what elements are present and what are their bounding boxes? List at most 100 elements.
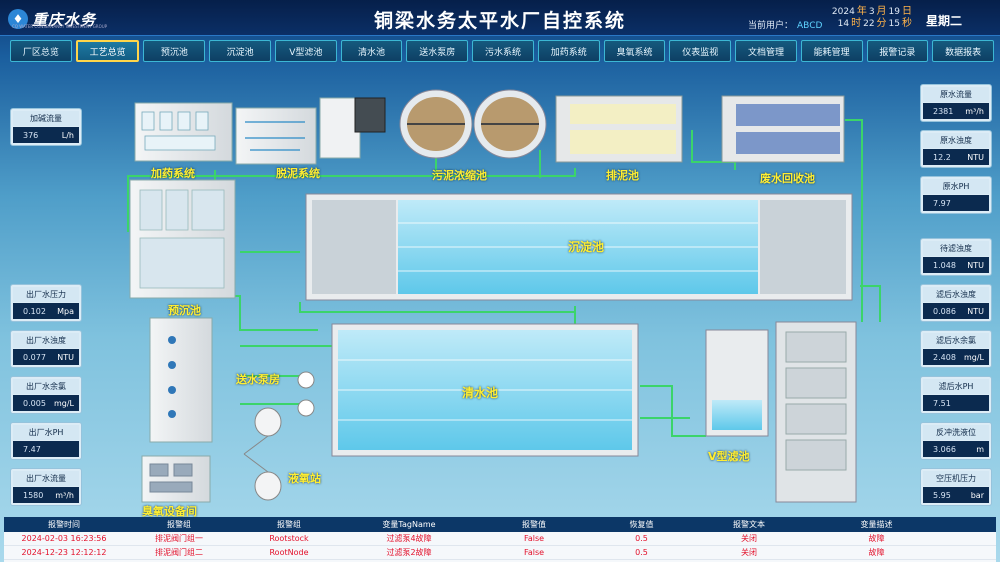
time-minute: 22 — [863, 19, 875, 29]
pump-house-building — [149, 317, 315, 443]
gauge-unit: L/h — [61, 130, 74, 140]
gauge-value: 0.102 — [23, 306, 46, 316]
alarm-cell: 过滤泵4故障 — [386, 534, 432, 543]
pre-settle-building — [129, 179, 236, 299]
date-year-unit: 年 — [856, 6, 867, 17]
alarm-cell: 0.5 — [635, 548, 648, 557]
gauge-label: 出厂水余氯 — [13, 379, 79, 394]
gauge-unit: bar — [970, 490, 984, 500]
nav-button-6[interactable]: 送水泵房 — [406, 40, 469, 62]
gauge-value: 7.97 — [933, 198, 951, 208]
alarm-cell: 关闭 — [741, 534, 757, 543]
ozone-room-building — [141, 455, 211, 503]
gauge-label: 出厂水浊度 — [13, 333, 79, 348]
gauge-value: 12.2 — [933, 152, 951, 162]
gauge-unit: NTU — [967, 306, 984, 316]
gauge-value: 1580 — [23, 490, 44, 500]
header-bar: ♦ 重庆水务 CQ WATER CONSERVANCY INVESTMENT G… — [0, 0, 1000, 36]
nav-button-0[interactable]: 厂区总览 — [10, 40, 72, 62]
gauge-value: 7.51 — [933, 398, 951, 408]
alarm-column-header: 报警时间 — [48, 520, 80, 529]
gauge-unit: NTU — [57, 352, 74, 362]
alarm-cell: False — [523, 548, 545, 557]
alarm-cell: 排泥阀门组一 — [155, 534, 203, 543]
gauge-unit: m — [976, 444, 984, 454]
time-hour: 14 — [837, 19, 850, 29]
sludge-drain-tank — [555, 95, 683, 163]
alarm-column-header: 变量描述 — [860, 520, 893, 529]
gauge-label: 原水流量 — [923, 87, 989, 102]
label-sludge-dewater: 脱泥系统 — [276, 167, 320, 180]
nav-button-1[interactable]: 工艺总览 — [75, 40, 140, 62]
weekday: 星期二 — [926, 14, 963, 28]
nav-button-13[interactable]: 报警记录 — [866, 40, 929, 62]
logo-subtitle: CQ WATER CONSERVANCY INVESTMENT GROUP — [12, 24, 108, 29]
alarm-cell: RootNode — [269, 548, 309, 557]
alarm-column-header: 变量TagName — [382, 520, 436, 529]
gauge-unit: m³/h — [965, 106, 984, 116]
nav-button-4[interactable]: V型滤池 — [274, 40, 337, 62]
alarm-cell: 排泥阀门组二 — [155, 548, 203, 557]
dosing-building — [134, 102, 233, 162]
alarm-column-header: 报警组 — [277, 520, 301, 529]
gauge-label: 原水PH — [923, 179, 989, 194]
nav-button-3[interactable]: 沉淀池 — [209, 40, 271, 62]
nav-button-5[interactable]: 清水池 — [340, 40, 403, 62]
time-minute-unit: 分 — [876, 18, 887, 29]
nav-button-7[interactable]: 污水系统 — [472, 40, 534, 62]
nav-button-10[interactable]: 仪表监视 — [669, 40, 732, 62]
gauge-label: 滤后水余氯 — [923, 333, 989, 348]
pipe-network — [127, 119, 881, 437]
date-year: 2024 — [831, 7, 855, 17]
nav-button-14[interactable]: 数据报表 — [932, 40, 995, 62]
date-day-unit: 日 — [902, 6, 912, 17]
gauge-label: 滤后水浊度 — [923, 287, 989, 302]
nav-button-2[interactable]: 预沉池 — [143, 40, 206, 62]
nav-button-11[interactable]: 文档管理 — [735, 40, 797, 62]
nav-button-12[interactable]: 能耗管理 — [800, 40, 863, 62]
gauge-label: 空压机压力 — [923, 471, 989, 486]
logo-text: 重庆水务 — [32, 10, 97, 29]
sedimentation-tank — [305, 193, 853, 301]
alarm-cell: 故障 — [868, 534, 885, 543]
current-user: 当前用户：ABCD — [748, 18, 822, 31]
gauge-label: 待滤浊度 — [923, 241, 989, 256]
time-second: 15 — [888, 19, 900, 29]
nav-button-9[interactable]: 臭氧系统 — [603, 40, 666, 62]
gauge-unit: Mpa — [57, 306, 74, 316]
dewatering-building — [235, 97, 386, 165]
oxygen-station-tanks — [243, 407, 282, 501]
gauge-value-box: 7.47 — [13, 441, 79, 457]
thickener-tanks — [399, 89, 547, 159]
gauge-value-box: 0.102 Mpa — [13, 303, 79, 319]
nav-button-8[interactable]: 加药系统 — [537, 40, 600, 62]
gauge-label: 出厂水PH — [13, 425, 79, 440]
v-filter-building — [705, 321, 857, 503]
gauge-value: 7.47 — [23, 444, 41, 454]
date-month-unit: 月 — [876, 6, 887, 17]
label-sludge-drain: 排泥池 — [606, 169, 639, 182]
